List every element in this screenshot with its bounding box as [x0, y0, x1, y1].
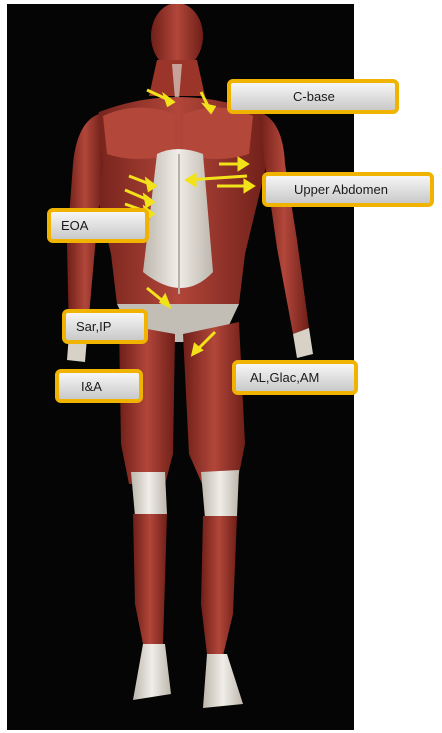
label-eoa: EOA [47, 208, 149, 243]
label-i-and-a: I&A [55, 369, 143, 403]
head [149, 4, 205, 99]
label-al-glac-am: AL,Glac,AM [232, 360, 358, 395]
label-c-base: C-base [227, 79, 399, 114]
label-sar-ip: Sar,IP [62, 309, 148, 344]
label-upper-abdomen: Upper Abdomen [262, 172, 434, 207]
right-arm [259, 112, 313, 358]
